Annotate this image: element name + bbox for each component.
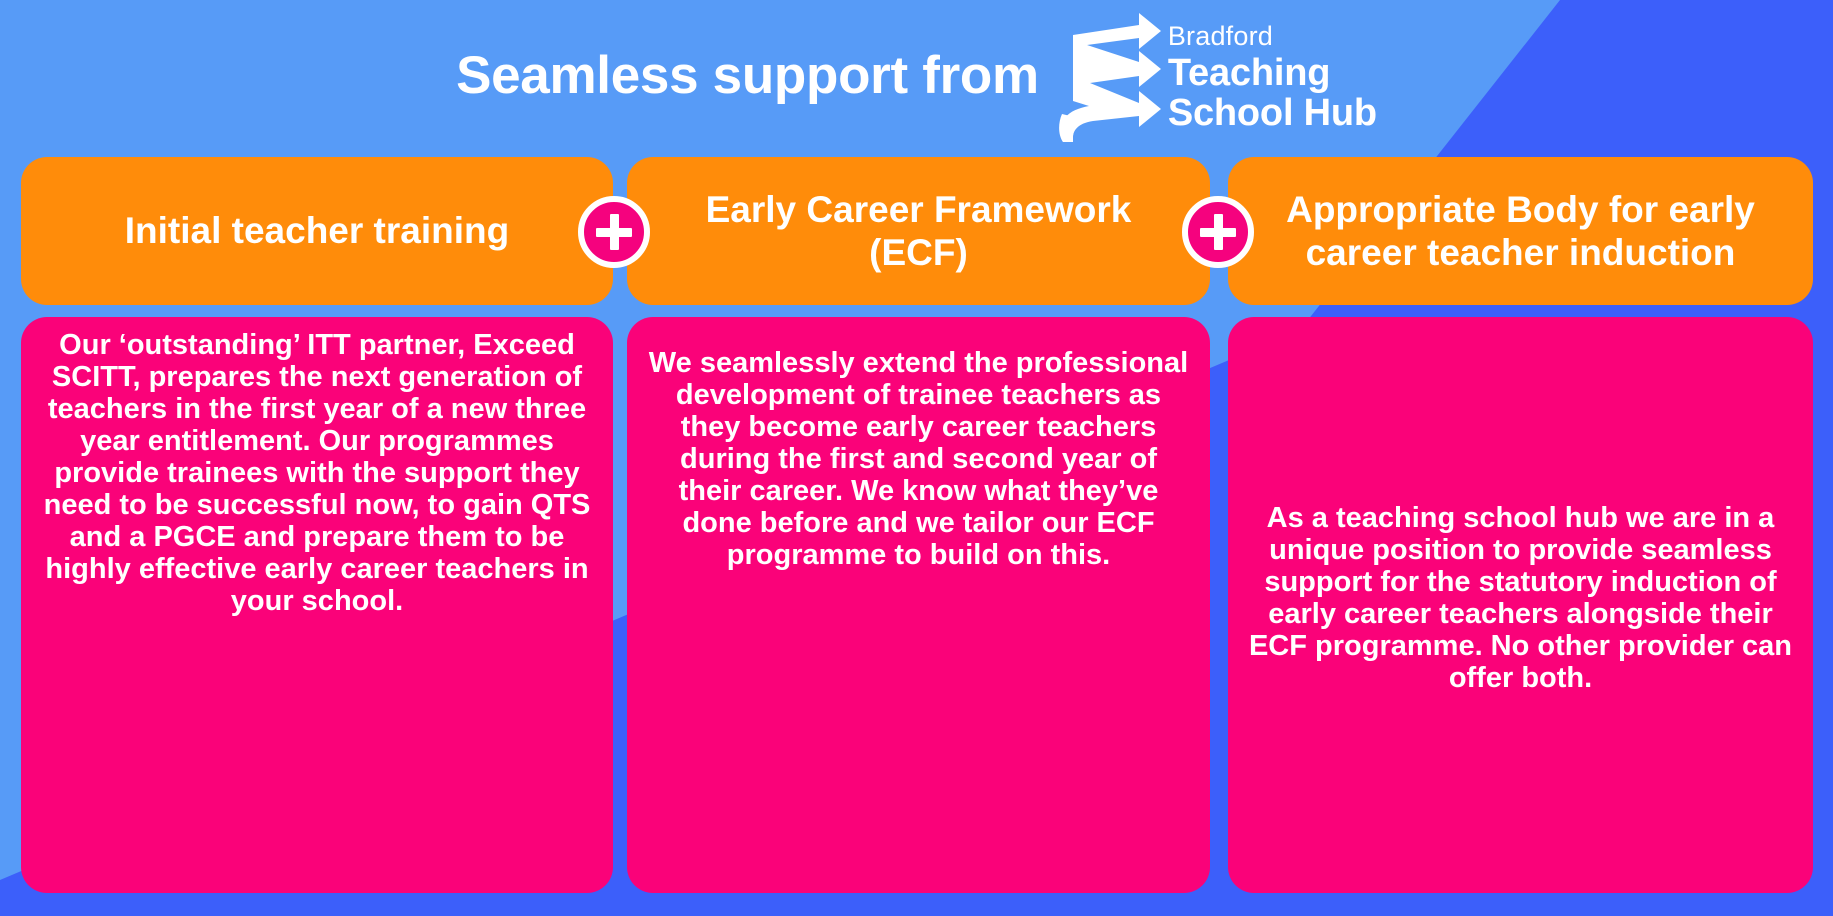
plus-icon-bar-vertical: [609, 214, 619, 250]
plus-icon-bar-vertical: [1213, 214, 1223, 250]
plus-icon-2: [1182, 196, 1254, 268]
body-card-early-career-framework: We seamlessly extend the professional de…: [627, 317, 1210, 893]
heading-card-label: Appropriate Body for early career teache…: [1286, 188, 1755, 273]
heading-card-label: Initial teacher training: [124, 210, 510, 252]
brand-line-school-hub: School Hub: [1167, 91, 1377, 134]
body-card-initial-teacher-training: Our ‘outstanding’ ITT partner, Exceed SC…: [21, 317, 613, 893]
brand-line-bradford: Bradford: [1167, 20, 1273, 51]
bradford-ribbon-logo-icon: [1058, 13, 1161, 142]
heading-card-early-career-framework: Early Career Framework (ECF): [627, 157, 1210, 305]
body-card-text: Our ‘outstanding’ ITT partner, Exceed SC…: [43, 329, 591, 618]
heading-card-label: Early Career Framework (ECF): [705, 188, 1132, 273]
heading-card-initial-teacher-training: Initial teacher training: [21, 157, 613, 305]
brand-wordmark: Bradford Teaching School Hub: [1167, 20, 1377, 134]
page-title: Seamless support from: [456, 45, 1039, 105]
body-card-text: We seamlessly extend the professional de…: [648, 347, 1189, 572]
body-card-text: As a teaching school hub we are in a uni…: [1248, 501, 1793, 695]
header-title-row: Seamless support from Bradford Teaching …: [0, 0, 1833, 150]
body-card-appropriate-body: As a teaching school hub we are in a uni…: [1228, 317, 1813, 893]
heading-card-appropriate-body: Appropriate Body for early career teache…: [1228, 157, 1813, 305]
brand-logo: Bradford Teaching School Hub: [1057, 11, 1377, 143]
plus-icon-1: [578, 196, 650, 268]
brand-line-teaching: Teaching: [1167, 51, 1331, 94]
